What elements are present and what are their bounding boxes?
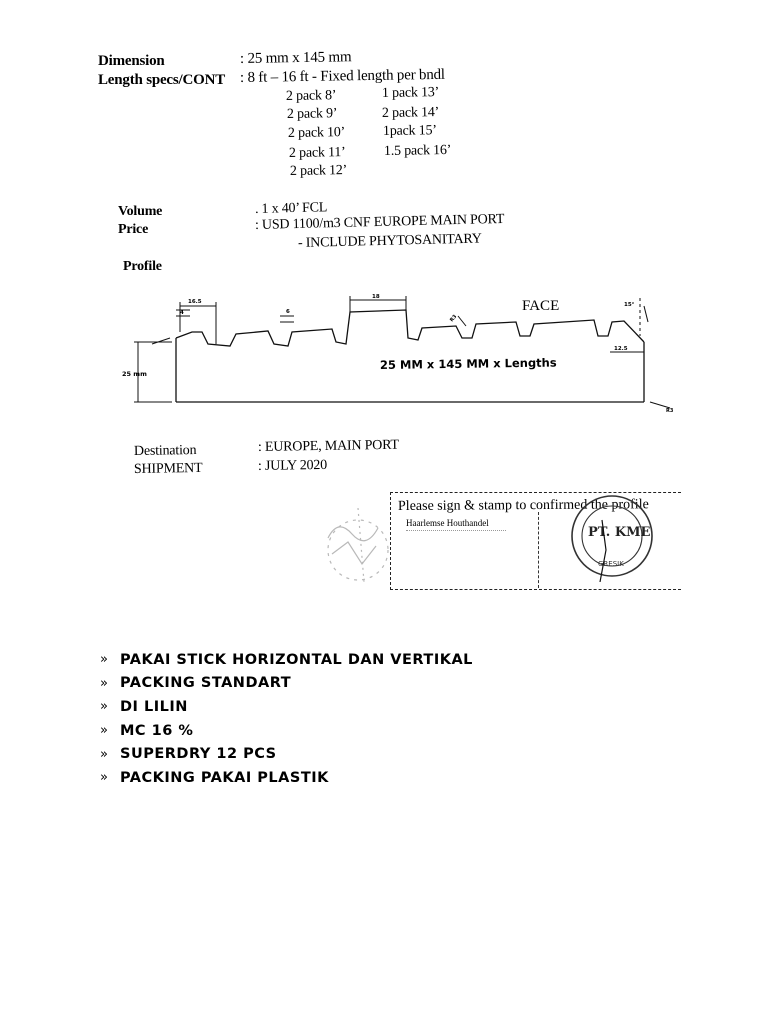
pack-item: 1pack 15’: [382, 123, 437, 139]
destination-label: Destination: [133, 443, 197, 459]
bullet-icon: »: [100, 723, 109, 739]
dimension-value: : 25 mm x 145 mm: [239, 49, 352, 67]
dim-right: 12.5: [614, 346, 628, 352]
dim-top-mid: 18: [372, 294, 380, 300]
stamp-ring-text: GRESIK: [598, 560, 624, 568]
dim-angle: 15°: [624, 302, 635, 308]
pack-item: 1 pack 13’: [381, 85, 440, 101]
volume-label: Volume: [118, 204, 163, 219]
height-dim-label: 25 mm: [122, 370, 147, 378]
company-stamp: PT. KME GRESIK: [571, 495, 653, 582]
dimension-label: Dimension: [98, 53, 165, 69]
profile-center-label: 25 MM x 145 MM x Lengths: [380, 356, 557, 372]
profile-label: Profile: [123, 259, 162, 274]
dim-small: 4: [180, 310, 184, 316]
dim-bottom-right: R3: [666, 408, 674, 414]
list-item: » SUPERDRY 12 PCS: [100, 742, 473, 766]
signature-divider: [538, 512, 539, 588]
pack-item: 1.5 pack 16’: [383, 142, 452, 159]
bullet-icon: »: [100, 699, 109, 715]
length-value: : 8 ft – 16 ft - Fixed length per bndl: [239, 66, 445, 86]
stamp-text: PT. KME: [588, 525, 651, 540]
pack-item: 2 pack 9’: [286, 106, 338, 122]
note-text: PACKING PAKAI PLASTIK: [120, 769, 329, 786]
pack-item: 2 pack 11’: [288, 145, 346, 161]
profile-drawing: 25 MM x 145 MM x Lengths FACE 25 mm 16.5…: [122, 294, 674, 414]
dim-groove: 6: [286, 309, 290, 315]
dim-top-left: 16.5: [188, 299, 202, 305]
pack-item: 2 pack 10’: [287, 125, 346, 141]
note-text: PAKAI STICK HORIZONTAL DAN VERTIKAL: [120, 651, 473, 668]
volume-value: . 1 x 40’ FCL: [254, 200, 328, 217]
shipment-value: : JULY 2020: [257, 457, 328, 474]
pack-item: 2 pack 14’: [381, 105, 440, 121]
pack-item: 2 pack 12’: [289, 163, 348, 179]
signature-company: Haarlemse Houthandel: [406, 518, 489, 528]
list-item: » PACKING STANDART: [100, 672, 473, 696]
bullet-icon: »: [100, 770, 109, 786]
faded-signature-stamp: [327, 507, 389, 583]
list-item: » PAKAI STICK HORIZONTAL DAN VERTIKAL: [100, 648, 473, 672]
dim-diag: R3: [449, 313, 459, 323]
length-label: Length specs/CONT: [98, 72, 226, 88]
notes-list: » PAKAI STICK HORIZONTAL DAN VERTIKAL » PA…: [100, 648, 473, 790]
signature-box: [390, 492, 681, 590]
note-text: SUPERDRY 12 PCS: [120, 746, 277, 763]
price-note: - INCLUDE PHYTOSANITARY: [297, 231, 482, 251]
list-item: » DI LILIN: [100, 695, 473, 719]
bullet-icon: »: [100, 746, 109, 762]
note-text: MC 16 %: [120, 722, 194, 739]
destination-value: : EUROPE, MAIN PORT: [257, 437, 399, 455]
list-item: » PACKING PAKAI PLASTIK: [100, 766, 473, 790]
face-label: FACE: [522, 298, 559, 314]
list-item: » MC 16 %: [100, 719, 473, 743]
note-text: DI LILIN: [120, 698, 188, 715]
signature-line: [406, 530, 506, 532]
shipment-label: SHIPMENT: [133, 460, 203, 477]
price-label: Price: [118, 222, 149, 237]
bullet-icon: »: [100, 652, 109, 668]
note-text: PACKING STANDART: [120, 675, 292, 692]
profile-outline: [175, 309, 645, 347]
bullet-icon: »: [100, 675, 109, 691]
pack-item: 2 pack 8’: [285, 88, 337, 104]
